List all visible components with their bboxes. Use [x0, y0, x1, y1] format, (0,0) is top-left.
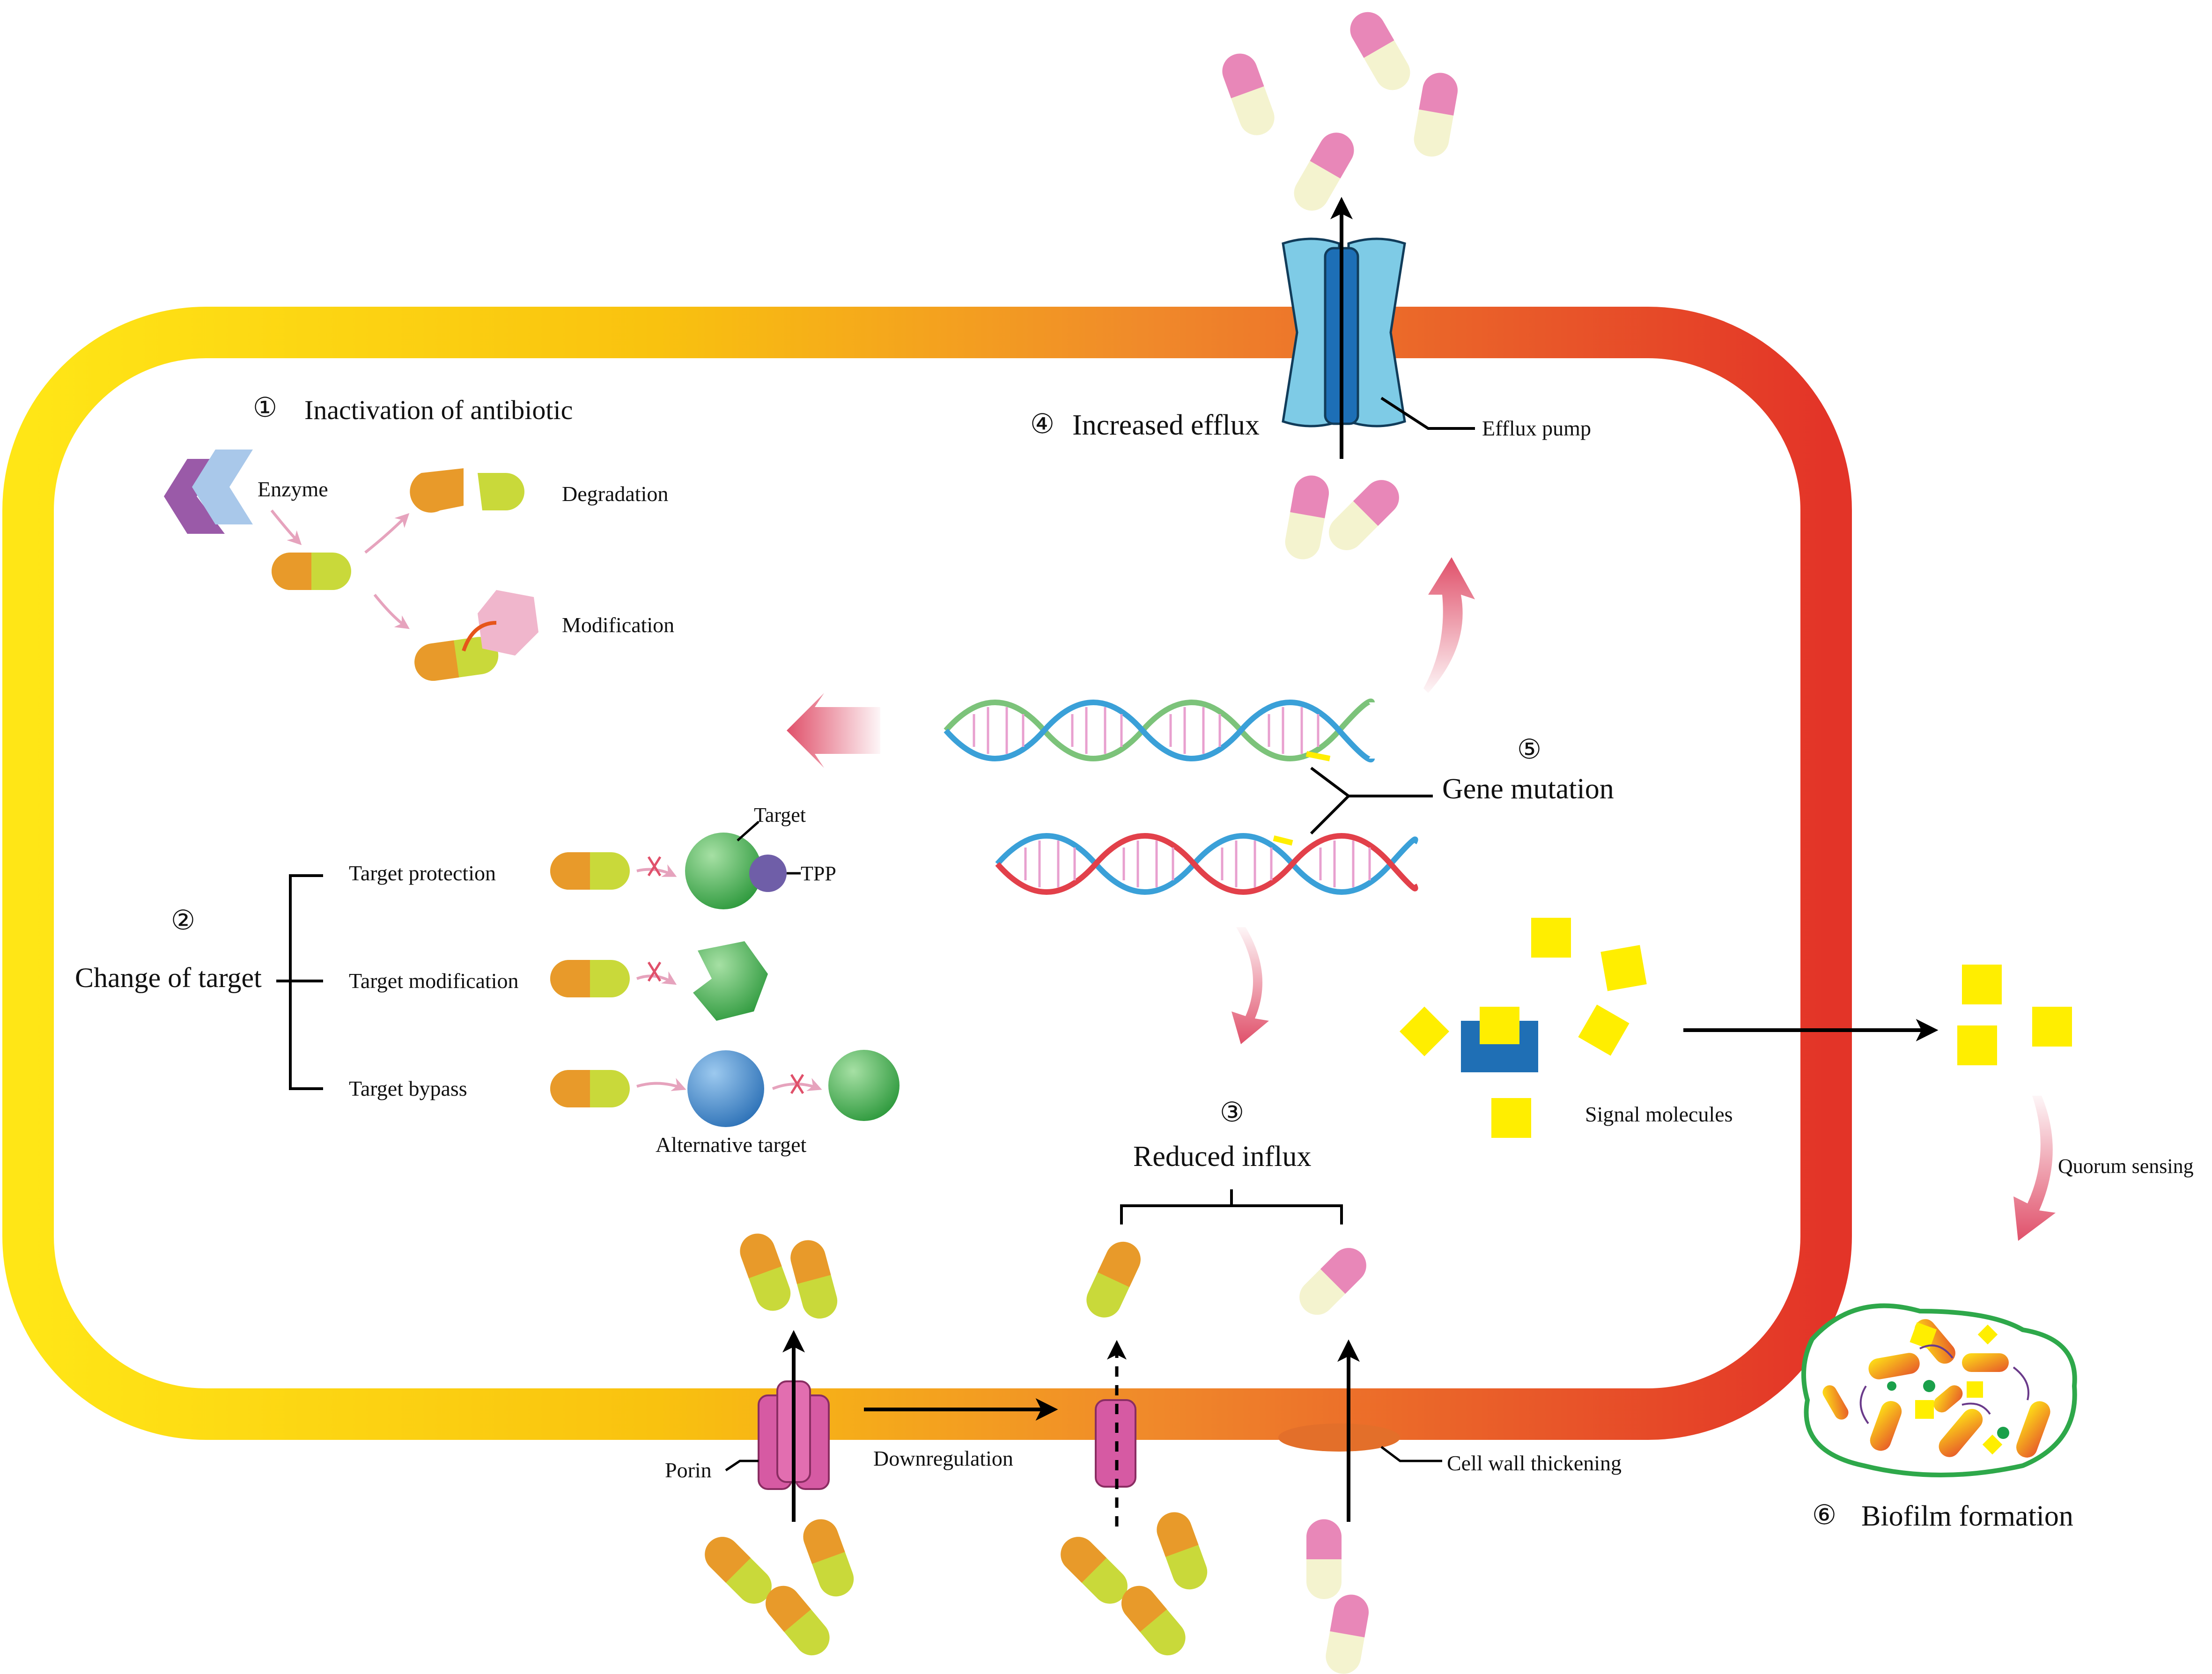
- biofilm-matrix-strands: [1859, 1344, 2029, 1424]
- bypass-arrow: [636, 1078, 686, 1091]
- enzyme-icon: [164, 450, 253, 534]
- porin-capsules-outside: [705, 1519, 854, 1656]
- target-green-ball: [685, 833, 762, 909]
- efflux-section: ④ Increased efflux Efflux pump: [1030, 12, 1591, 560]
- downregulation-label: Downregulation: [873, 1446, 1013, 1470]
- arrow-to-efflux: [1423, 557, 1475, 693]
- target-bypass-label: Target bypass: [349, 1077, 467, 1100]
- antibiotic-capsule: [272, 553, 351, 590]
- alternative-target-ball: [687, 1050, 764, 1127]
- change-title: Change of target: [75, 962, 262, 993]
- tpp-protein-icon: [749, 855, 787, 892]
- dna-helix-top: [944, 698, 1375, 763]
- inactivation-section: ① Inactivation of antibiotic Enzyme Degr…: [164, 392, 674, 681]
- signal-molecules-outside: [1957, 965, 2072, 1065]
- arrow-to-influx: [1231, 927, 1269, 1044]
- arrow-to-target-change: [787, 693, 880, 768]
- alternative-target-label: Alternative target: [656, 1133, 807, 1157]
- cell-wall-thickening-label: Cell wall thickening: [1447, 1451, 1622, 1475]
- target-modification-label: Target modification: [349, 969, 519, 993]
- quorum-sensing-section: Signal molecules Quorum sensing: [1399, 918, 2194, 1241]
- porin-label: Porin: [665, 1458, 712, 1482]
- efflux-pump-label: Efflux pump: [1482, 416, 1591, 440]
- biofilm-title: Biofilm formation: [1861, 1500, 2073, 1532]
- efflux-pump-icon: [1282, 237, 1406, 428]
- reduced-bracket: [1120, 1189, 1343, 1224]
- original-target-ball: [828, 1050, 900, 1121]
- downregulated-capsules-outside: [1061, 1512, 1208, 1656]
- target-protection-label: Target protection: [349, 861, 496, 885]
- change-bracket: [276, 874, 323, 1090]
- target-pointer-line: [737, 821, 759, 841]
- cell-membrane: [2, 307, 1852, 1440]
- inside-pink-capsule: [1299, 1248, 1366, 1315]
- cell-wall-thickening-icon: [1278, 1423, 1400, 1452]
- target-label: Target: [754, 804, 806, 826]
- thickened-wall-capsules-outside: [1306, 1519, 1369, 1674]
- reduced-number: ③: [1220, 1097, 1244, 1128]
- to-modification-arrow: [373, 594, 410, 629]
- mutation-title: Gene mutation: [1442, 773, 1614, 805]
- tpp-label: TPP: [801, 862, 836, 885]
- degradation-label: Degradation: [562, 482, 668, 506]
- modification-label: Modification: [562, 613, 674, 637]
- change-of-target-section: ② Change of target Target protection Tar…: [75, 804, 900, 1157]
- enzyme-label: Enzyme: [258, 477, 328, 501]
- bound-signal-molecule: [1480, 1007, 1519, 1044]
- blocked-arrow-bypass: [772, 1074, 822, 1094]
- pink-capsules-outside: [1222, 12, 1458, 211]
- mutation-number: ⑤: [1517, 734, 1541, 765]
- quorum-sensing-arrow: [2013, 1096, 2056, 1241]
- to-degradation-arrow: [364, 513, 410, 554]
- gene-mutation-section: ⑤ Gene mutation: [787, 557, 1614, 1044]
- enzyme-to-antibiotic-arrow: [270, 509, 302, 546]
- biofilm-section: ⑥ Biofilm formation: [1801, 1303, 2077, 1532]
- biofilm-number: ⑥: [1812, 1500, 1836, 1530]
- signal-molecules-label: Signal molecules: [1585, 1102, 1733, 1126]
- inactivation-title: Inactivation of antibiotic: [304, 395, 573, 425]
- reduced-title: Reduced influx: [1133, 1141, 1312, 1173]
- reduced-influx-section: ③ Reduced influx Porin Downregulation Ce…: [665, 1097, 1622, 1674]
- biofilm-green-dots: [1887, 1380, 2009, 1439]
- modified-capsule: [414, 637, 499, 681]
- efflux-title: Increased efflux: [1072, 409, 1260, 441]
- blocked-arrow-modification: [636, 961, 677, 985]
- pink-capsules-inside: [1285, 475, 1399, 560]
- efflux-pump-pointer: [1380, 397, 1475, 430]
- change-number: ②: [171, 905, 195, 936]
- inactivation-number: ①: [253, 392, 277, 423]
- inside-orange-capsule: [1086, 1241, 1141, 1318]
- degraded-capsule-piece: [410, 468, 524, 513]
- efflux-number: ④: [1030, 409, 1054, 439]
- signal-molecules-inside: [1399, 918, 1647, 1138]
- biofilm-signal-squares: [1910, 1322, 2003, 1455]
- cell-wall-pointer: [1380, 1446, 1442, 1462]
- gene-mutation-pointer: [1310, 767, 1433, 835]
- capsule-bypass: [550, 1070, 630, 1107]
- capsule-protection: [550, 852, 630, 890]
- capsule-modification: [550, 960, 630, 997]
- porin-pointer: [725, 1460, 759, 1472]
- blocked-arrow-protection: [636, 856, 677, 877]
- modification-bond: [462, 621, 497, 652]
- dna-helix-bottom: [995, 833, 1418, 895]
- modifying-group-icon: [478, 590, 538, 656]
- modified-target-icon: [693, 941, 768, 1021]
- porin-capsules-inside: [740, 1233, 838, 1319]
- quorum-sensing-label: Quorum sensing: [2058, 1155, 2194, 1178]
